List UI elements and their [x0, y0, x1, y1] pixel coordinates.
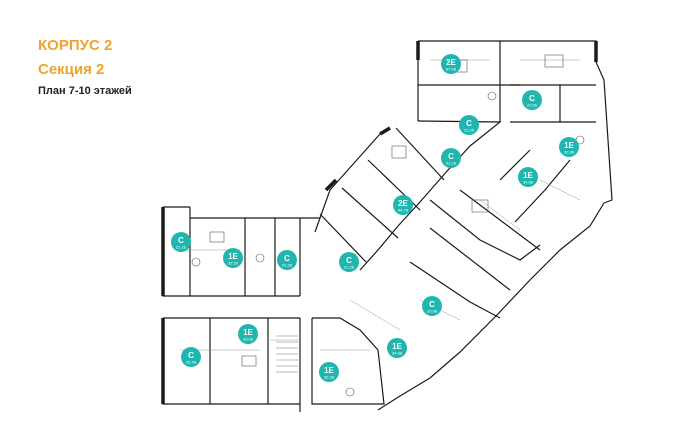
apartment-area-label: 21.26: [446, 161, 457, 166]
apartment-type-label: 1Е: [564, 141, 574, 150]
apartment-badge[interactable]: С21.26: [441, 148, 461, 168]
apartment-area-label: 32.59: [228, 261, 239, 266]
apartment-type-label: С: [466, 119, 472, 128]
apartment-badge-circle: [441, 54, 461, 74]
apartment-badge-circle: [387, 338, 407, 358]
apartment-badge-circle: [559, 137, 579, 157]
apartment-area-label: 25.48: [186, 360, 197, 365]
apartment-badge-circle: [422, 296, 442, 316]
apartment-badge[interactable]: С21.26: [171, 232, 191, 252]
floor-plan-interior-lines: [180, 59, 581, 351]
apartment-badge-circle: [171, 232, 191, 252]
apartment-badge-circle: [393, 195, 413, 215]
apartment-type-label: 2E: [398, 199, 408, 208]
section-title: Секция 2: [38, 61, 105, 78]
apartment-area-label: 21.26: [344, 265, 355, 270]
apartment-badge-circle: [441, 148, 461, 168]
apartment-type-label: 2E: [446, 58, 456, 67]
apartment-area-label: 32.86: [564, 150, 575, 155]
apartment-type-label: С: [188, 351, 194, 360]
stairs: [276, 335, 298, 373]
apartment-type-label: 1Е: [228, 252, 238, 261]
apartment-badge-circle: [518, 167, 538, 187]
building-title: КОРПУС 2: [38, 37, 113, 54]
apartment-badge-circle: [181, 347, 201, 367]
furniture-elements: [191, 54, 585, 397]
apartment-area-label: 67.08: [446, 67, 457, 72]
apartment-badge[interactable]: С22.66: [522, 90, 542, 110]
apartment-badge[interactable]: С21.26: [339, 252, 359, 272]
apartment-area-label: 22.25: [464, 128, 475, 133]
apartment-type-label: С: [178, 236, 184, 245]
apartment-badge-circle: [522, 90, 542, 110]
apartment-badges: 2E67.08С22.66С22.251Е32.86С21.261Е34.862…: [171, 54, 579, 382]
apartment-badge-circle: [459, 115, 479, 135]
apartment-type-label: С: [346, 256, 352, 265]
apartment-type-label: 1Е: [243, 328, 253, 337]
floor-plan-exterior-walls: [161, 41, 598, 404]
apartment-badge-circle: [319, 362, 339, 382]
apartment-badge-circle: [238, 324, 258, 344]
apartment-area-label: 20.98: [427, 309, 438, 314]
apartment-type-label: С: [448, 152, 454, 161]
apartment-type-label: 1Е: [324, 366, 334, 375]
apartment-type-label: 1Е: [523, 171, 533, 180]
apartment-area-label: 22.66: [527, 103, 538, 108]
apartment-area-label: 43.08: [243, 337, 254, 342]
apartment-area-label: 21.26: [176, 245, 187, 250]
apartment-badge-circle: [339, 252, 359, 272]
floor-plan-walls: [162, 40, 613, 412]
apartment-area-label: 34.88: [392, 351, 403, 356]
apartment-type-label: С: [529, 94, 535, 103]
apartment-badge[interactable]: С25.48: [181, 347, 201, 367]
apartment-badge-circle: [277, 250, 297, 270]
apartment-area-label: 46.78: [398, 208, 409, 213]
apartment-area-label: 21.26: [282, 263, 293, 268]
floor-plan-subtitle: План 7-10 этажей: [38, 85, 132, 97]
apartment-area-label: 34.86: [523, 180, 534, 185]
apartment-type-label: 1Е: [392, 342, 402, 351]
apartment-area-label: 32.28: [324, 375, 335, 380]
apartment-type-label: С: [284, 254, 290, 263]
apartment-type-label: С: [429, 300, 435, 309]
apartment-badge[interactable]: С22.25: [459, 115, 479, 135]
apartment-badge[interactable]: С21.26: [277, 250, 297, 270]
apartment-badge-circle: [223, 248, 243, 268]
apartment-badge[interactable]: С20.98: [422, 296, 442, 316]
